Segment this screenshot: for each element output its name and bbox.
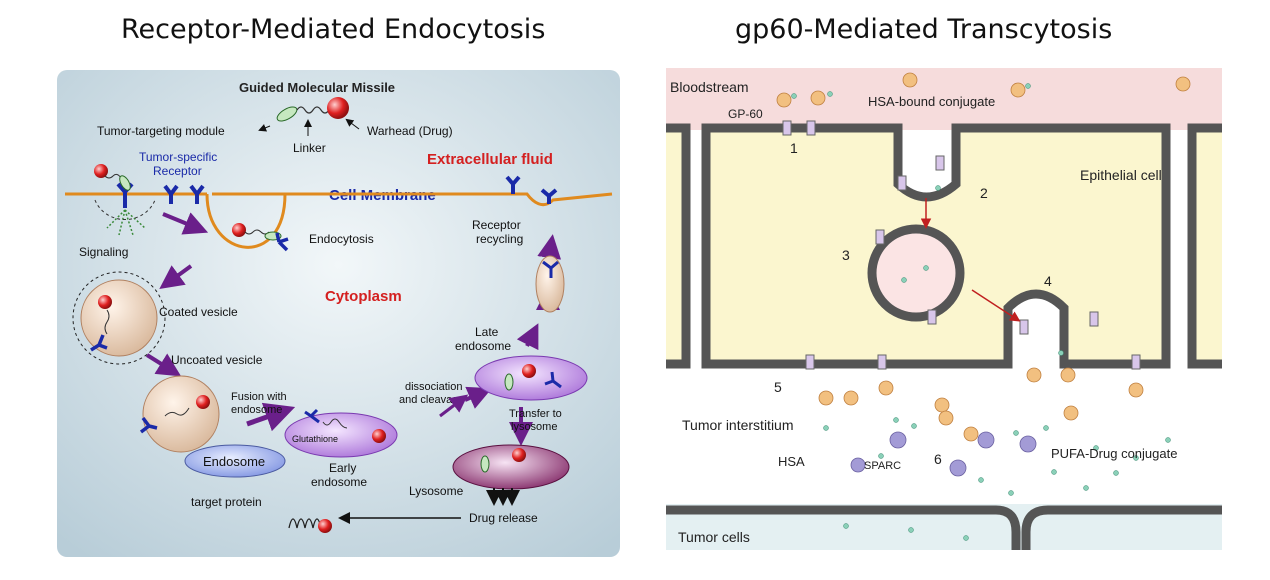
receptor-label-line1: Tumor-specific [139, 150, 217, 164]
missile-title: Guided Molecular Missile [239, 80, 395, 95]
pufa-drug-conjugates [791, 83, 1171, 541]
warhead-label: Warhead (Drug) [367, 124, 453, 138]
cell-membrane-right [285, 192, 613, 207]
receptor-label-line2: Receptor [153, 164, 202, 178]
uncoated-vesicle-label: Uncoated vesicle [171, 353, 263, 367]
target-protein-helix [288, 518, 322, 529]
coated-vesicle-drug [98, 295, 112, 309]
coated-vesicle-label: Coated vesicle [159, 305, 238, 319]
left-diagram-title: Receptor-Mediated Endocytosis [121, 14, 546, 45]
endocytosis-ligand [232, 223, 289, 252]
extracellular-label: Extracellular fluid [427, 151, 553, 168]
pufa-drug-label: PUFA-Drug conjugate [1051, 446, 1177, 461]
cytoplasm-label: Cytoplasm [325, 288, 402, 305]
glutathione-label: Glutathione [292, 434, 338, 444]
early-endosome-line2: endosome [311, 475, 367, 489]
step-5-label: 5 [774, 379, 782, 395]
endocytosis-diagram: Guided Molecular Missile Tumor-targeting… [57, 70, 620, 557]
tumor-cells-label: Tumor cells [678, 529, 750, 545]
gp60-receptors [782, 120, 1141, 370]
step-3-label: 3 [842, 247, 850, 263]
step-4-label: 4 [1044, 273, 1052, 289]
endosome-label: Endosome [203, 454, 265, 469]
linker-label: Linker [293, 141, 326, 155]
receptor-recycling-line1: Receptor [472, 218, 521, 232]
step-1-label: 1 [790, 140, 798, 156]
uncoated-vesicle [142, 375, 220, 453]
dissociation-arrow [439, 394, 469, 418]
tumor-interstitium-label: Tumor interstitium [682, 417, 794, 433]
bloodstream-region [666, 68, 1222, 130]
target-protein-drug [318, 519, 332, 533]
targeting-module-label: Tumor-targeting module [97, 124, 225, 138]
uncoated-vesicle-receptor [139, 416, 158, 434]
hsa-label: HSA [778, 454, 805, 469]
transfer-line1: Transfer to [509, 408, 562, 420]
membrane-receptors [116, 175, 558, 208]
uncoated-vesicle-drug [196, 395, 210, 409]
late-endosome-module [504, 373, 514, 391]
receptor-recycling-line2: recycling [476, 232, 523, 246]
step-6-label: 6 [934, 451, 942, 467]
late-endosome-line2: endosome [455, 339, 511, 353]
late-endosome-drug [522, 364, 536, 378]
left-neighbor-cell [666, 123, 691, 369]
early-endosome-linker [322, 418, 348, 429]
coated-vesicle [80, 279, 158, 357]
right-neighbor-cell [1187, 123, 1222, 369]
dissociation-line2: and cleavage [399, 394, 464, 406]
coated-vesicle-coat [72, 271, 166, 365]
recycling-vesicle [535, 255, 565, 313]
bloodstream-label: Bloodstream [670, 79, 749, 95]
fusion-line2: endosome [231, 404, 282, 416]
transport-arrow-3-4 [971, 289, 1021, 322]
fusion-arrow [246, 402, 296, 432]
early-endosome-receptor [304, 408, 320, 424]
tumor-cell-membrane [666, 505, 1222, 550]
transfer-line2: lysosome [511, 421, 557, 433]
coated-vesicle-receptor [90, 334, 108, 352]
early-endosome-drug [372, 429, 386, 443]
drug-release-arrows [486, 488, 520, 506]
endosome [184, 444, 286, 478]
endocytic-pit [205, 193, 287, 249]
late-endosome [474, 355, 588, 401]
uncoated-vesicle-linker [164, 407, 190, 417]
sparc-label: SPARC [864, 460, 901, 472]
molecular-missile [276, 97, 349, 122]
lysosome-module [480, 455, 490, 473]
hsa-bound-label: HSA-bound conjugate [868, 94, 995, 109]
lysosome-label: Lysosome [409, 484, 464, 498]
fusion-line1: Fusion with [231, 391, 287, 403]
transcytotic-vesicle [867, 224, 965, 322]
sparc-molecules [850, 431, 1037, 477]
lysosome-drug [512, 448, 526, 462]
targeting-module-pointer [258, 124, 271, 132]
drug-release-label: Drug release [469, 511, 538, 525]
signaling-rays [106, 209, 146, 236]
hsa-molecules [776, 72, 1191, 442]
transcytosis-diagram: Bloodstream GP-60 HSA-bound conjugate 1 … [666, 68, 1222, 550]
late-endosome-receptor [544, 371, 562, 389]
coated-vesicle-linker [104, 309, 110, 335]
signaling-label: Signaling [79, 245, 128, 259]
early-endosome-line1: Early [329, 461, 356, 475]
dissociation-line1: dissociation [405, 381, 462, 393]
step-2-label: 2 [980, 185, 988, 201]
lysosome [452, 444, 570, 490]
signaling-curve [94, 199, 156, 220]
endocytosis-label: Endocytosis [309, 232, 374, 246]
gp60-label: GP-60 [728, 107, 763, 121]
recycling-vesicle-receptor [542, 260, 559, 278]
late-endosome-line1: Late [475, 325, 499, 339]
bound-missile-surface [94, 164, 131, 191]
epithelial-cell-label: Epithelial cell [1080, 167, 1162, 183]
early-endosome [284, 412, 398, 458]
warhead-pointer [345, 118, 360, 130]
right-diagram-title: gp60-Mediated Transcytosis [735, 14, 1113, 45]
target-protein-label: target protein [191, 495, 262, 509]
